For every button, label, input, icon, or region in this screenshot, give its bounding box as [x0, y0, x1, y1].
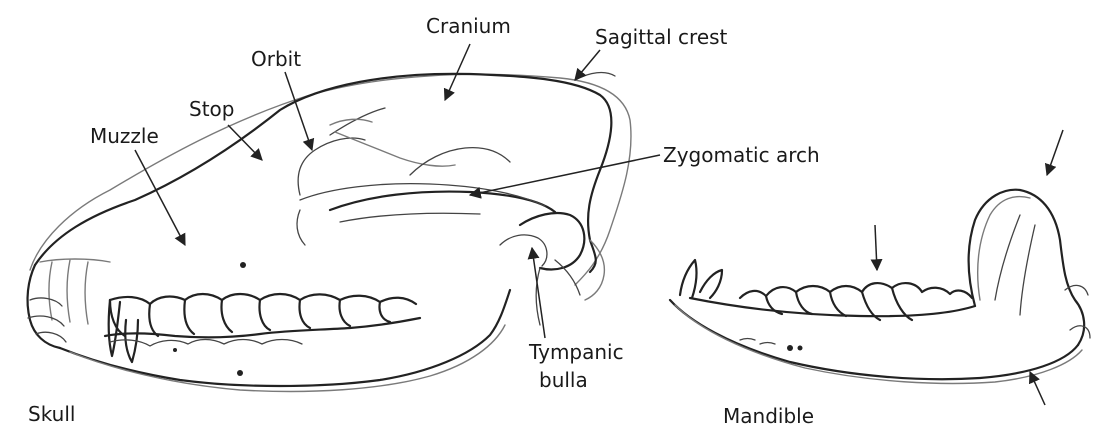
- label-zygomatic-arch: Zygomatic arch: [663, 143, 820, 167]
- arrow-sagittal-crest: [575, 50, 600, 80]
- mandible-icon: [670, 190, 1090, 384]
- arrow-mandible-teeth: [875, 225, 877, 270]
- label-skull: Skull: [28, 402, 75, 426]
- arrow-cranium: [445, 44, 470, 100]
- label-mandible: Mandible: [723, 404, 814, 428]
- arrow-mandible-angle: [1030, 372, 1045, 405]
- arrow-mandible-coronoid: [1047, 130, 1063, 175]
- label-cranium: Cranium: [426, 14, 511, 38]
- arrow-zygomatic-arch: [470, 155, 660, 195]
- arrow-tympanic-bulla: [532, 248, 545, 338]
- label-stop: Stop: [189, 97, 234, 121]
- label-bulla: bulla: [539, 368, 588, 392]
- label-tympanic: Tympanic: [529, 340, 624, 364]
- arrow-orbit: [285, 72, 312, 150]
- label-sagittal-crest: Sagittal crest: [595, 25, 727, 49]
- arrow-stop: [228, 125, 262, 160]
- label-muzzle: Muzzle: [90, 124, 159, 148]
- label-orbit: Orbit: [251, 47, 301, 71]
